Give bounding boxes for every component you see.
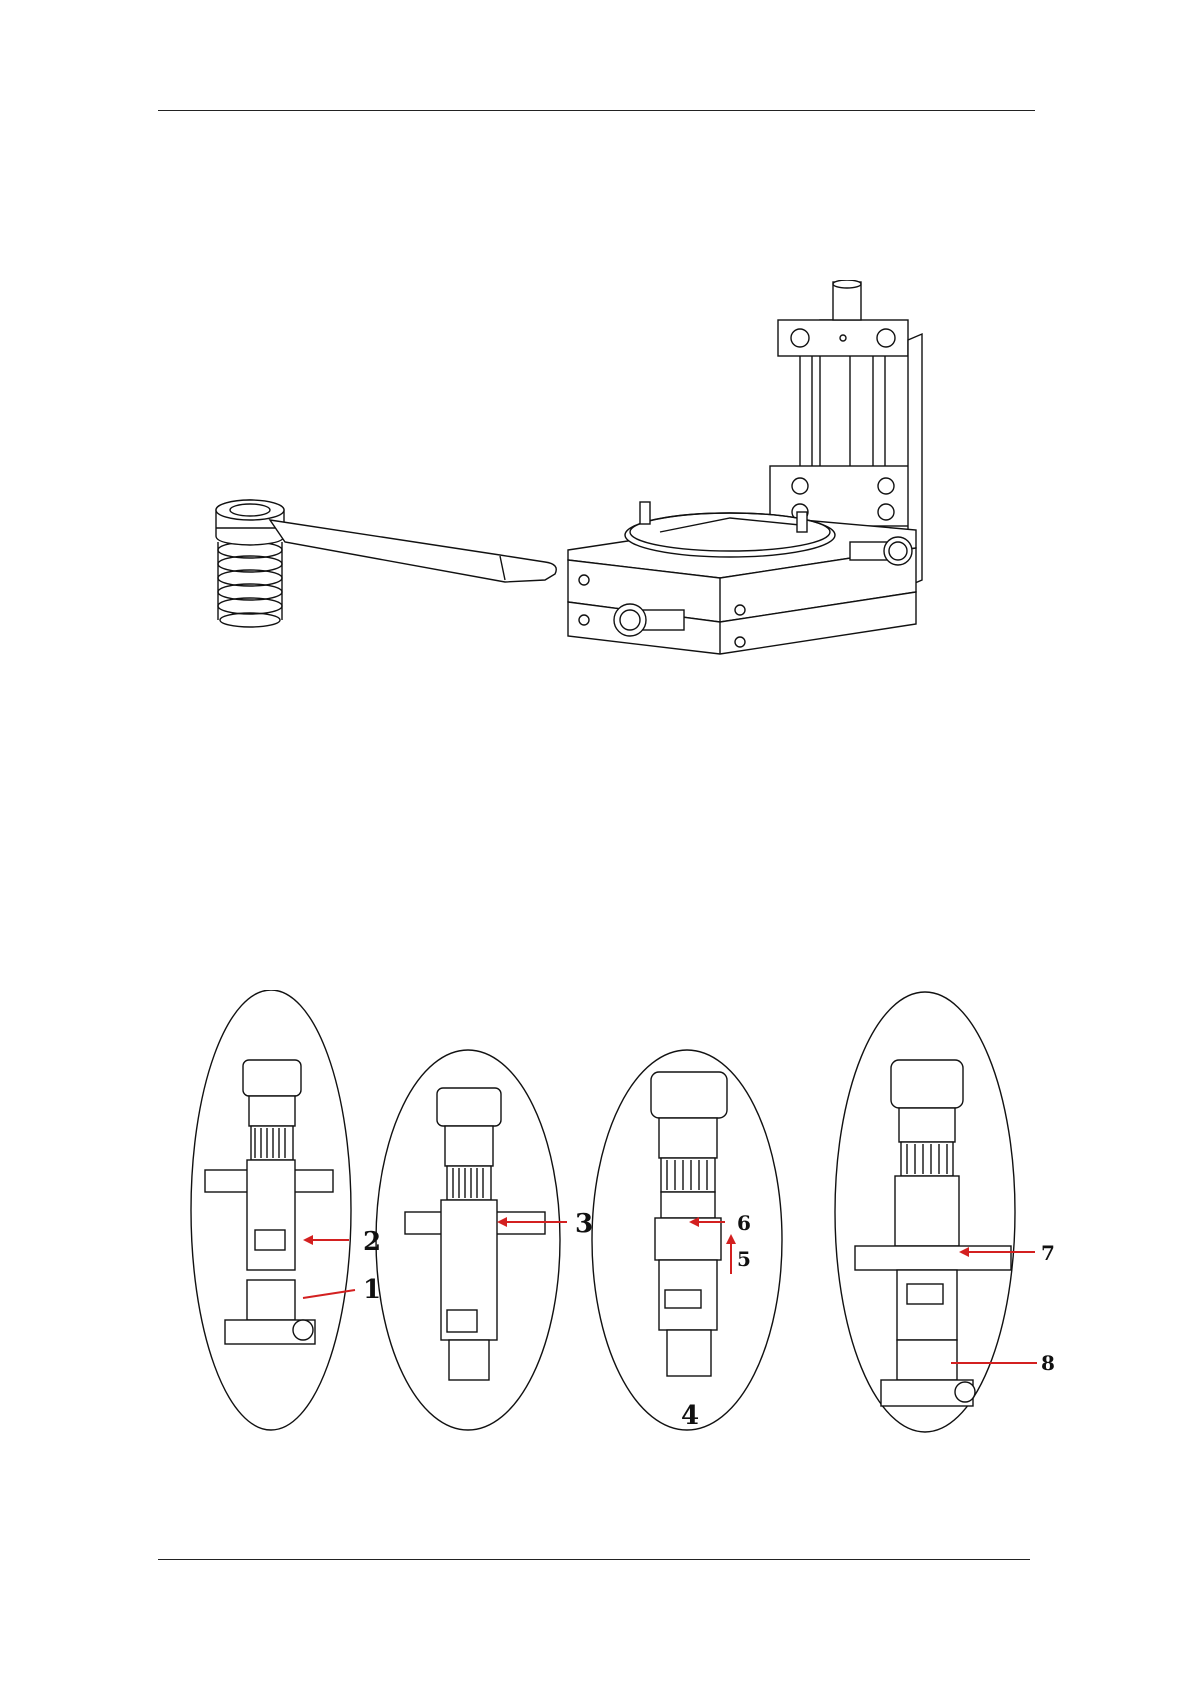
footer-rule (158, 1559, 1030, 1560)
callout-5: 5 (737, 1247, 751, 1271)
spring-clamp-icon (216, 500, 556, 627)
figure-assembly-steps: 2 1 3 (185, 990, 1065, 1450)
microscope-assembly-icon (205, 1060, 333, 1344)
callout-8: 8 (1041, 1351, 1055, 1375)
assembly-view-2: 3 (376, 1050, 593, 1430)
assembly-view-4: 7 8 (835, 992, 1055, 1432)
figure-clamp-and-stage (200, 280, 980, 660)
header-rule (158, 110, 1035, 111)
xyz-stage-icon (568, 280, 922, 654)
callout-2: 2 (363, 1227, 381, 1257)
callout-3: 3 (575, 1209, 593, 1239)
assembly-view-1: 2 1 (191, 990, 381, 1430)
callout-4: 4 (681, 1401, 699, 1431)
callout-6: 6 (737, 1211, 751, 1235)
assembly-view-3: 6 5 4 (592, 1050, 782, 1431)
callout-7: 7 (1041, 1241, 1055, 1265)
